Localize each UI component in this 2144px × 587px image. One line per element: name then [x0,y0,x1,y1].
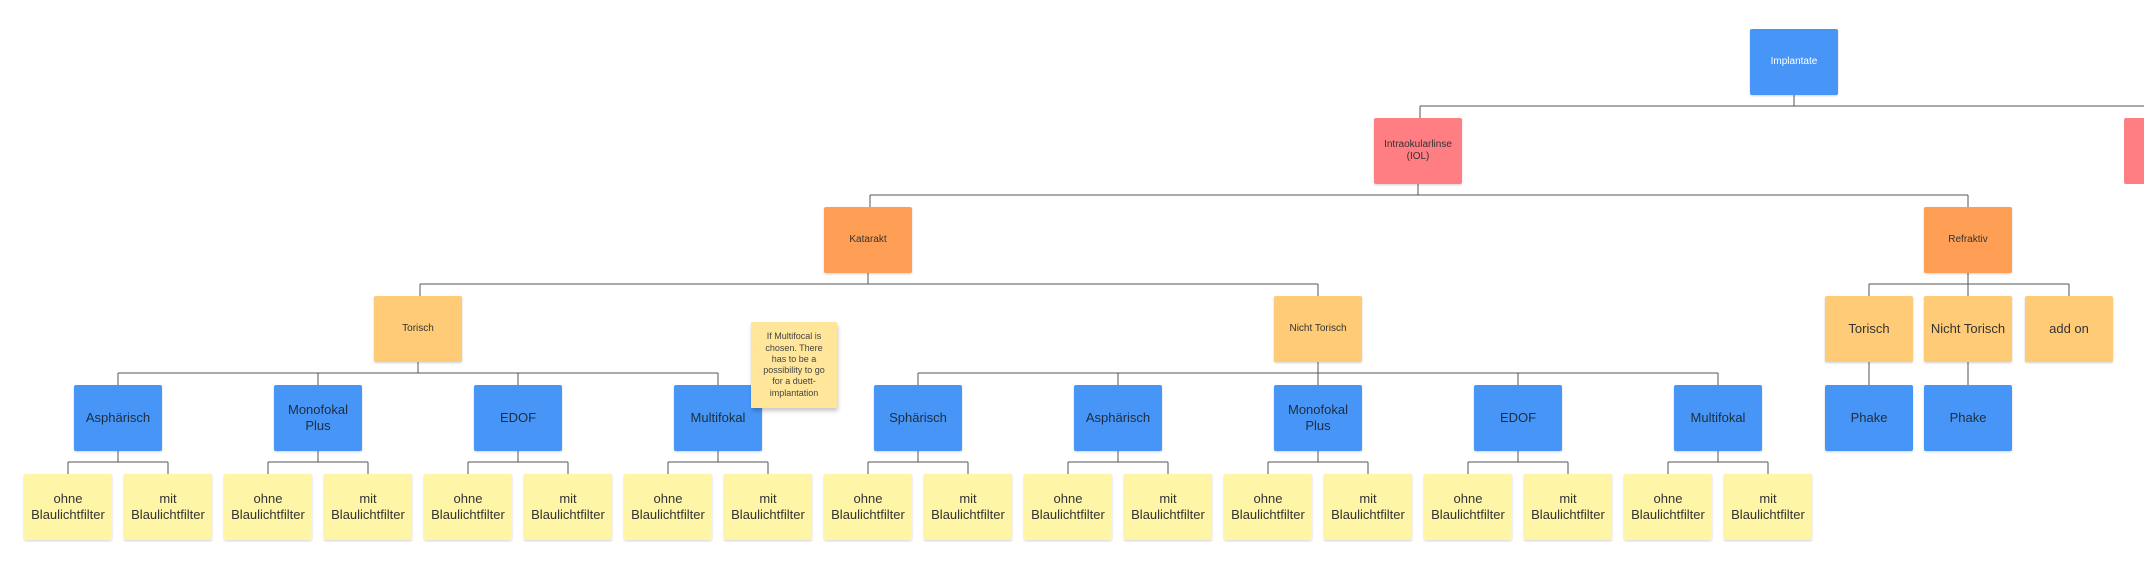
edge-filter-2 [267,451,369,474]
node-refraktiv-add-on[interactable]: add on [2025,296,2113,362]
edge-filter-3 [467,451,569,474]
node-torisch[interactable]: Torisch [374,296,462,362]
node-nicht-torisch-monofokal-plus[interactable]: Monofokal Plus [1274,385,1362,451]
node-mit-blaulichtfilter[interactable]: mit Blaulichtfilter [1324,474,1412,540]
node-refraktiv-torisch[interactable]: Torisch [1825,296,1913,362]
edge-implantate-children [1419,95,2144,118]
node-ohne-blaulichtfilter[interactable]: ohne Blaulichtfilter [1224,474,1312,540]
sticky-note-multifocal[interactable]: If Multifocal is chosen. There has to be… [751,322,837,408]
edge-torisch-children [117,362,719,385]
node-katarakt[interactable]: Katarakt [824,207,912,273]
node-nicht-torisch-multifokal[interactable]: Multifokal [1674,385,1762,451]
node-offscreen-sibling[interactable] [2124,118,2144,184]
node-mit-blaulichtfilter[interactable]: mit Blaulichtfilter [324,474,412,540]
node-ohne-blaulichtfilter[interactable]: ohne Blaulichtfilter [1024,474,1112,540]
edge-refraktiv-children [1868,273,2070,296]
node-mit-blaulichtfilter[interactable]: mit Blaulichtfilter [124,474,212,540]
node-ohne-blaulichtfilter[interactable]: ohne Blaulichtfilter [1624,474,1712,540]
node-nicht-torisch-edof[interactable]: EDOF [1474,385,1562,451]
node-mit-blaulichtfilter[interactable]: mit Blaulichtfilter [1124,474,1212,540]
edge-filter-6 [1067,451,1169,474]
node-ohne-blaulichtfilter[interactable]: ohne Blaulichtfilter [224,474,312,540]
node-mit-blaulichtfilter[interactable]: mit Blaulichtfilter [1724,474,1812,540]
node-mit-blaulichtfilter[interactable]: mit Blaulichtfilter [524,474,612,540]
node-torisch-monofokal-plus[interactable]: Monofokal Plus [274,385,362,451]
edge-iol-children [869,184,1969,207]
node-ohne-blaulichtfilter[interactable]: ohne Blaulichtfilter [1424,474,1512,540]
node-nicht-torisch[interactable]: Nicht Torisch [1274,296,1362,362]
node-nicht-torisch-sphaerisch[interactable]: Sphärisch [874,385,962,451]
edge-katarakt-children [419,273,1319,296]
node-mit-blaulichtfilter[interactable]: mit Blaulichtfilter [724,474,812,540]
edge-filter-4 [667,451,769,474]
node-torisch-multifokal[interactable]: Multifokal [674,385,762,451]
node-torisch-asphaerisch[interactable]: Asphärisch [74,385,162,451]
node-phake-1[interactable]: Phake [1825,385,1913,451]
edge-filter-1 [67,451,169,474]
edge-filter-5 [867,451,969,474]
node-implantate[interactable]: Implantate [1750,29,1838,95]
node-ohne-blaulichtfilter[interactable]: ohne Blaulichtfilter [624,474,712,540]
node-mit-blaulichtfilter[interactable]: mit Blaulichtfilter [1524,474,1612,540]
node-ohne-blaulichtfilter[interactable]: ohne Blaulichtfilter [24,474,112,540]
edge-filter-8 [1467,451,1569,474]
node-refraktiv-nicht-torisch[interactable]: Nicht Torisch [1924,296,2012,362]
edge-nicht-torisch-children [917,362,1719,385]
node-torisch-edof[interactable]: EDOF [474,385,562,451]
node-nicht-torisch-asphaerisch[interactable]: Asphärisch [1074,385,1162,451]
node-ohne-blaulichtfilter[interactable]: ohne Blaulichtfilter [424,474,512,540]
node-refraktiv[interactable]: Refraktiv [1924,207,2012,273]
node-ohne-blaulichtfilter[interactable]: ohne Blaulichtfilter [824,474,912,540]
edge-filter-9 [1667,451,1769,474]
edge-filter-7 [1267,451,1369,474]
node-phake-2[interactable]: Phake [1924,385,2012,451]
node-iol[interactable]: Intraokularlinse (IOL) [1374,118,1462,184]
node-mit-blaulichtfilter[interactable]: mit Blaulichtfilter [924,474,1012,540]
